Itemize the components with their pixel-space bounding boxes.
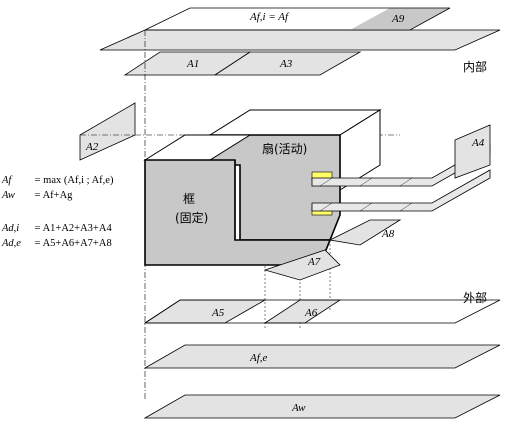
label-af-e: Af,e [249,352,268,364]
formula-adi: Ad,i = A1+A2+A3+A4 [2,223,112,234]
plane-a3 [213,51,362,76]
label-a5: A5 [211,307,225,319]
plane-aw [143,394,501,419]
glass-hatch-6 [399,202,413,212]
formula-af-rhs: = max (Af,i ; Af,e) [34,175,114,186]
formula-ade: Ad,e = A5+A6+A7+A8 [2,238,112,249]
glass-hatch-5 [359,202,373,212]
glass-pane-bottom [311,169,491,212]
label-a4: A4 [471,137,485,149]
glass-hatch-3 [399,177,413,187]
plane-a6 [263,299,342,324]
plane-exterior-back [143,299,501,324]
plane-af-i [99,29,501,51]
formula-aw-rhs: = Af+Ag [34,190,73,201]
label-a6: A6 [304,307,318,319]
plane-a9 [350,8,450,30]
formula-af-lhs: Af [2,175,12,186]
label-af-i: Af,i = Af [249,11,290,23]
glass-hatch-4 [319,202,333,212]
formula-ade-lhs: Ad,e [2,238,21,249]
formula-ade-rhs: = A5+A6+A7+A8 [34,238,112,249]
plane-a8 [328,219,402,246]
formula-adi-rhs: = A1+A2+A3+A4 [34,223,112,234]
label-a2: A2 [85,141,99,153]
formula-af: Af = max (Af,i ; Af,e) [2,175,113,186]
formula-aw-lhs: Aw [2,190,15,201]
label-exterior: 外部 [463,290,487,305]
glass-hatch-1 [319,177,333,187]
plane-a7 [263,249,341,281]
label-sash: 扇(活动) [262,141,307,156]
label-a3: A3 [279,58,293,70]
plane-af-e [143,344,501,369]
label-a1: A1 [186,58,199,70]
plane-top-back [144,7,451,31]
label-frame-fixed: (固定) [175,210,208,225]
label-aw: Aw [291,402,306,414]
label-a9: A9 [391,13,405,25]
plane-a4 [454,124,491,179]
label-frame: 框 [183,192,195,206]
formula-adi-lhs: Ad,i [2,223,20,234]
label-a7: A7 [307,256,321,268]
glass-hatch-2 [359,177,373,187]
formula-aw: Aw = Af+Ag [2,190,72,201]
label-interior: 内部 [463,59,487,74]
label-a8: A8 [381,228,395,240]
